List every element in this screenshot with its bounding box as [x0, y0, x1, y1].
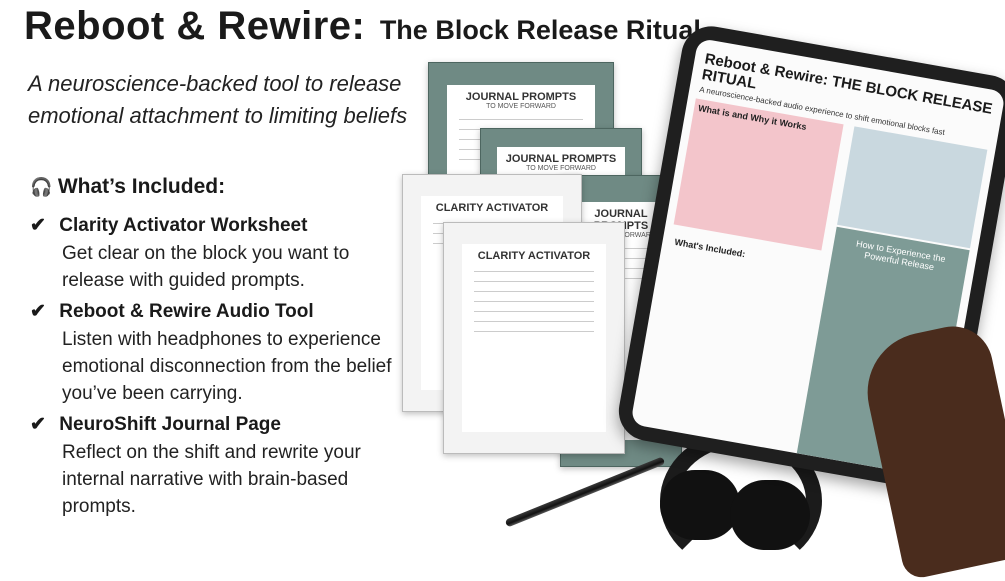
title-sub: The Block Release Ritual	[379, 15, 701, 45]
tablet-included-heading: What's Included:	[673, 236, 747, 260]
journal-sheet-title: JOURNAL PROMPTS	[505, 153, 617, 165]
item-title: Clarity Activator Worksheet	[59, 215, 308, 236]
headphones-cup	[660, 470, 740, 540]
included-list: ✔ Clarity Activator Worksheet Get clear …	[30, 212, 400, 524]
checkmark-icon: ✔	[30, 215, 46, 236]
journal-sheet-subtitle: TO MOVE FORWARD	[526, 165, 596, 172]
clarity-sheet: CLARITY ACTIVATOR	[443, 222, 625, 454]
hand-image	[856, 319, 1005, 581]
included-heading: 🎧 What’s Included:	[30, 175, 225, 199]
headphones-icon: 🎧	[30, 177, 53, 197]
item-title: NeuroShift Journal Page	[59, 414, 281, 435]
checkmark-icon: ✔	[30, 301, 46, 322]
included-heading-label: What’s Included:	[57, 175, 226, 198]
title-main: Reboot & Rewire:	[24, 4, 366, 48]
pen-image	[504, 456, 666, 528]
checkmark-icon: ✔	[30, 414, 46, 435]
item-desc: Reflect on the shift and rewrite your in…	[62, 442, 361, 517]
journal-sheet-title: JOURNAL PROMPTS	[465, 90, 577, 103]
list-item: ✔ Clarity Activator Worksheet	[30, 212, 400, 240]
intro-text: A neuroscience-backed tool to release em…	[28, 71, 408, 128]
list-item: ✔ NeuroShift Journal Page	[30, 411, 400, 439]
list-item: ✔ Reboot & Rewire Audio Tool	[30, 298, 400, 326]
item-desc: Get clear on the block you want to relea…	[62, 243, 350, 291]
clarity-sheet-title: CLARITY ACTIVATOR	[477, 249, 591, 262]
page-title: Reboot & Rewire: The Block Release Ritua…	[24, 4, 701, 49]
journal-sheet-subtitle: TO MOVE FORWARD	[486, 102, 556, 110]
clarity-sheet-title: CLARITY ACTIVATOR	[435, 202, 549, 215]
headphones-cup	[730, 480, 810, 550]
item-title: Reboot & Rewire Audio Tool	[59, 301, 314, 322]
item-desc: Listen with headphones to experience emo…	[62, 329, 392, 404]
